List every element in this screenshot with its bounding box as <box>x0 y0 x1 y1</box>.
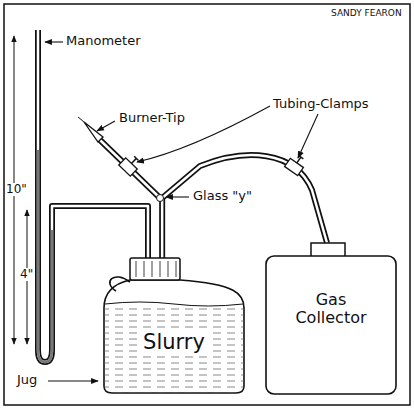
part-label: Manometer <box>65 34 141 48</box>
liquid-level <box>105 302 243 306</box>
jug-body <box>104 280 244 393</box>
part-label: Burner-Tip <box>118 111 186 125</box>
tubing-clamp <box>119 153 142 176</box>
jug-node: Slurry <box>100 258 248 395</box>
part-label: Glass "y" <box>192 189 253 203</box>
node-label: Gas Collector <box>278 291 384 328</box>
collector-body <box>266 256 396 394</box>
part-label: Tubing-Clamps <box>272 97 370 111</box>
gas-collector-node: Gas Collector <box>265 243 397 395</box>
part-label: Jug <box>16 373 38 387</box>
slurry-fill <box>104 304 244 394</box>
collector-neck <box>311 243 345 257</box>
frame <box>4 4 410 405</box>
burner-tip <box>84 122 103 142</box>
dimension-label: 10" <box>5 183 28 196</box>
node-label: Slurry <box>140 330 208 354</box>
jug-handle <box>110 277 130 291</box>
signature: SANDY FEARON <box>330 9 403 19</box>
dimension-label: 4" <box>19 268 34 281</box>
jug-cap <box>130 258 180 280</box>
burner-branch <box>78 117 160 198</box>
tubing-clamp <box>285 153 308 176</box>
glass-y-joint <box>157 195 164 202</box>
jug-outline <box>100 258 248 395</box>
tubing-connector <box>162 155 327 258</box>
